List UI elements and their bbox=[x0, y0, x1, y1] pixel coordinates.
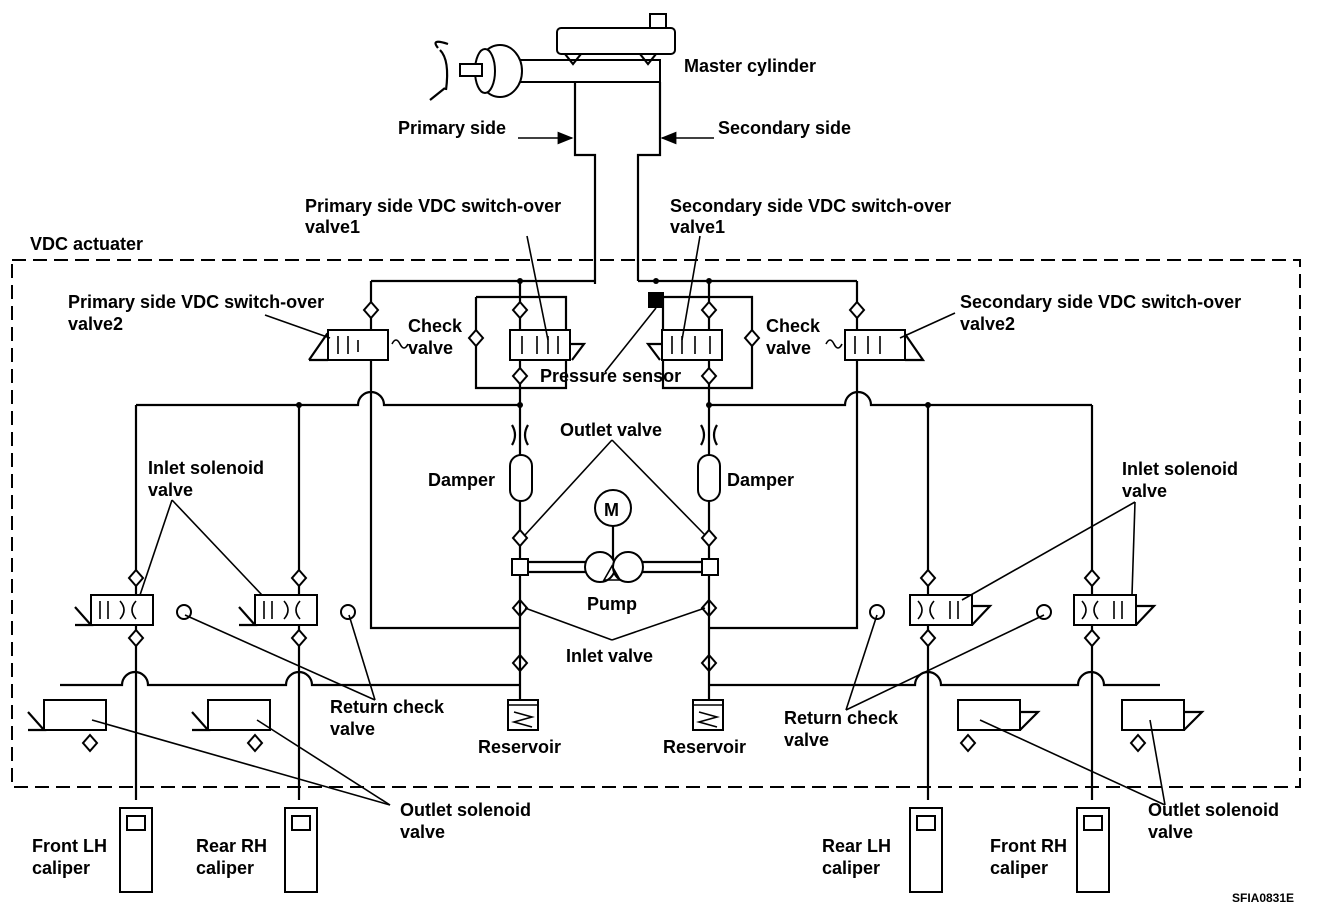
reservoir-left bbox=[507, 699, 539, 731]
damper-right bbox=[697, 454, 721, 502]
label-vdc-actuator: VDC actuater bbox=[30, 234, 143, 254]
label-secondary-vdc-valve2-line1: Secondary side VDC switch-over bbox=[960, 292, 1241, 312]
label-front-lh-line1: Front LH bbox=[32, 836, 107, 856]
primary-vdc-switch-over-valve2 bbox=[308, 329, 409, 362]
return-check-valves bbox=[127, 568, 1101, 648]
label-secondary-vdc-valve1-line1: Secondary side VDC switch-over bbox=[670, 196, 951, 216]
label-secondary-side: Secondary side bbox=[718, 118, 851, 138]
label-primary-vdc-valve2-line2: valve2 bbox=[68, 314, 123, 334]
label-primary-vdc-valve1-line1: Primary side VDC switch-over bbox=[305, 196, 561, 216]
label-inlet-valve: Inlet valve bbox=[566, 646, 653, 666]
label-front-rh-line1: Front RH bbox=[990, 836, 1067, 856]
label-return-check-right-line1: Return check bbox=[784, 708, 899, 728]
label-damper-right: Damper bbox=[727, 470, 794, 490]
secondary-vdc-switch-over-valve1 bbox=[645, 329, 723, 361]
label-reservoir-left: Reservoir bbox=[478, 737, 561, 757]
label-return-check-right-line2: valve bbox=[784, 730, 829, 750]
label-inlet-solenoid-left-line1: Inlet solenoid bbox=[148, 458, 264, 478]
label-inlet-solenoid-left-line2: valve bbox=[148, 480, 193, 500]
label-inlet-solenoid-right-line2: valve bbox=[1122, 481, 1167, 501]
figure-code: SFIA0831E bbox=[1232, 891, 1294, 905]
label-outlet-valve: Outlet valve bbox=[560, 420, 662, 440]
label-return-check-left-line1: Return check bbox=[330, 697, 445, 717]
label-return-check-left-line2: valve bbox=[330, 719, 375, 739]
label-master-cylinder: Master cylinder bbox=[684, 56, 816, 76]
label-reservoir-right: Reservoir bbox=[663, 737, 746, 757]
label-primary-vdc-valve1-line2: valve1 bbox=[305, 217, 360, 237]
caliper-rear-lh bbox=[909, 807, 943, 893]
label-front-rh-line2: caliper bbox=[990, 858, 1048, 878]
pump-motor-assembly: M bbox=[511, 489, 719, 583]
motor-label: M bbox=[604, 500, 619, 520]
label-outlet-solenoid-right-line2: valve bbox=[1148, 822, 1193, 842]
label-rear-rh-line1: Rear RH bbox=[196, 836, 267, 856]
check-valve-diamonds bbox=[362, 300, 866, 386]
outlet-valve-left bbox=[511, 424, 529, 446]
brake-booster bbox=[429, 40, 523, 101]
secondary-vdc-switch-over-valve2 bbox=[825, 329, 926, 362]
master-cylinder bbox=[519, 13, 676, 83]
label-outlet-solenoid-left-line1: Outlet solenoid bbox=[400, 800, 531, 820]
label-check-valve-right-line2: valve bbox=[766, 338, 811, 358]
reservoir-right bbox=[692, 699, 724, 731]
outlet-valve-right bbox=[700, 424, 718, 446]
outlet-solenoid-valves bbox=[27, 699, 1205, 753]
label-pressure-sensor: Pressure sensor bbox=[540, 366, 681, 386]
caliper-front-rh bbox=[1076, 807, 1110, 893]
label-front-lh-line2: caliper bbox=[32, 858, 90, 878]
label-primary-side: Primary side bbox=[398, 118, 506, 138]
label-outlet-solenoid-left-line2: valve bbox=[400, 822, 445, 842]
leader-lines bbox=[91, 131, 1166, 806]
label-check-valve-left-line1: Check bbox=[408, 316, 463, 336]
vdc-actuator-boundary bbox=[11, 259, 1301, 788]
pressure-sensor bbox=[604, 292, 664, 373]
caliper-front-lh bbox=[119, 807, 153, 893]
label-outlet-solenoid-right-line1: Outlet solenoid bbox=[1148, 800, 1279, 820]
label-check-valve-right-line1: Check bbox=[766, 316, 821, 336]
label-primary-vdc-valve2-line1: Primary side VDC switch-over bbox=[68, 292, 324, 312]
label-secondary-vdc-valve2-line2: valve2 bbox=[960, 314, 1015, 334]
pump-label: Pump bbox=[587, 594, 637, 614]
damper-left bbox=[509, 454, 533, 502]
inlet-solenoid-valves bbox=[74, 594, 1157, 627]
label-check-valve-left-line2: valve bbox=[408, 338, 453, 358]
label-rear-rh-line2: caliper bbox=[196, 858, 254, 878]
label-rear-lh-line1: Rear LH bbox=[822, 836, 891, 856]
label-rear-lh-line2: caliper bbox=[822, 858, 880, 878]
label-damper-left: Damper bbox=[428, 470, 495, 490]
caliper-rear-rh bbox=[284, 807, 318, 893]
label-secondary-vdc-valve1-line2: valve1 bbox=[670, 217, 725, 237]
label-inlet-solenoid-right-line1: Inlet solenoid bbox=[1122, 459, 1238, 479]
primary-vdc-switch-over-valve1 bbox=[509, 329, 587, 361]
